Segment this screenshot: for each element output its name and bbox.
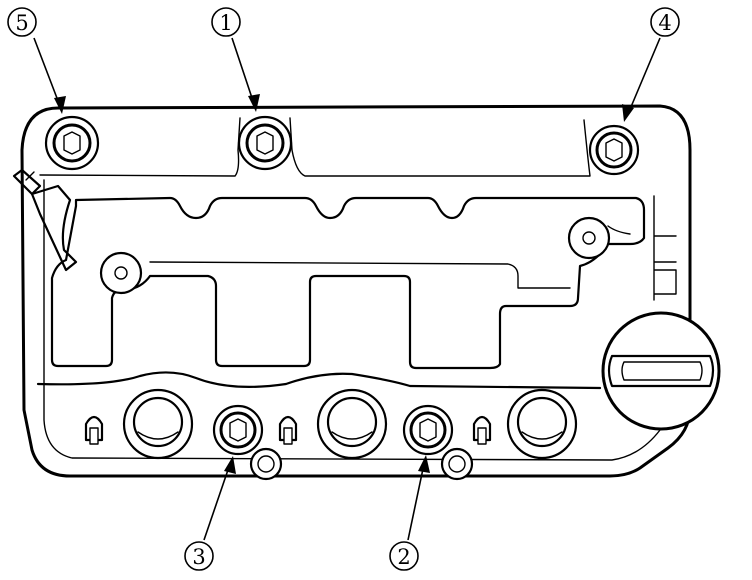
top-rib (39, 117, 591, 177)
plug-tube-1 (122, 388, 194, 460)
plug-tube-3 (506, 388, 578, 460)
bolt-1 (237, 115, 293, 171)
plug-tube-2 (316, 388, 388, 460)
right-side-ribs (653, 195, 677, 301)
lower-rib (36, 371, 602, 390)
callout-2: 2 (389, 541, 419, 571)
callout-5-label: 5 (15, 11, 28, 35)
leader-1 (231, 37, 260, 112)
bolt-5 (44, 115, 100, 171)
callout-4: 4 (650, 7, 680, 37)
callout-1-label: 1 (219, 11, 232, 35)
oil-filler-cap (601, 311, 721, 431)
baffle-inner-line (149, 225, 631, 289)
bolt-4 (588, 124, 640, 176)
callout-2-label: 2 (397, 545, 410, 569)
leader-2 (407, 455, 430, 541)
breather-nozzle (12, 168, 78, 272)
dowel-right (440, 447, 474, 481)
stud-mid (278, 415, 298, 445)
bolt-2 (402, 404, 454, 456)
baffle-boss-left (99, 251, 143, 295)
callout-5: 5 (7, 7, 37, 37)
stud-right (472, 415, 492, 445)
baffle-outline (50, 196, 646, 370)
dowel-left (249, 447, 283, 481)
stud-left (84, 415, 104, 445)
bolt-3 (212, 404, 264, 456)
cover-outline (20, 104, 692, 478)
baffle-boss-right (567, 216, 611, 260)
callout-1: 1 (211, 7, 241, 37)
leader-3 (203, 456, 236, 541)
callout-3: 3 (184, 541, 214, 571)
leader-4 (622, 37, 661, 122)
cover-inner-rim (43, 179, 677, 461)
callout-3-label: 3 (192, 545, 205, 569)
leader-5 (33, 37, 66, 114)
callout-4-label: 4 (658, 11, 671, 35)
